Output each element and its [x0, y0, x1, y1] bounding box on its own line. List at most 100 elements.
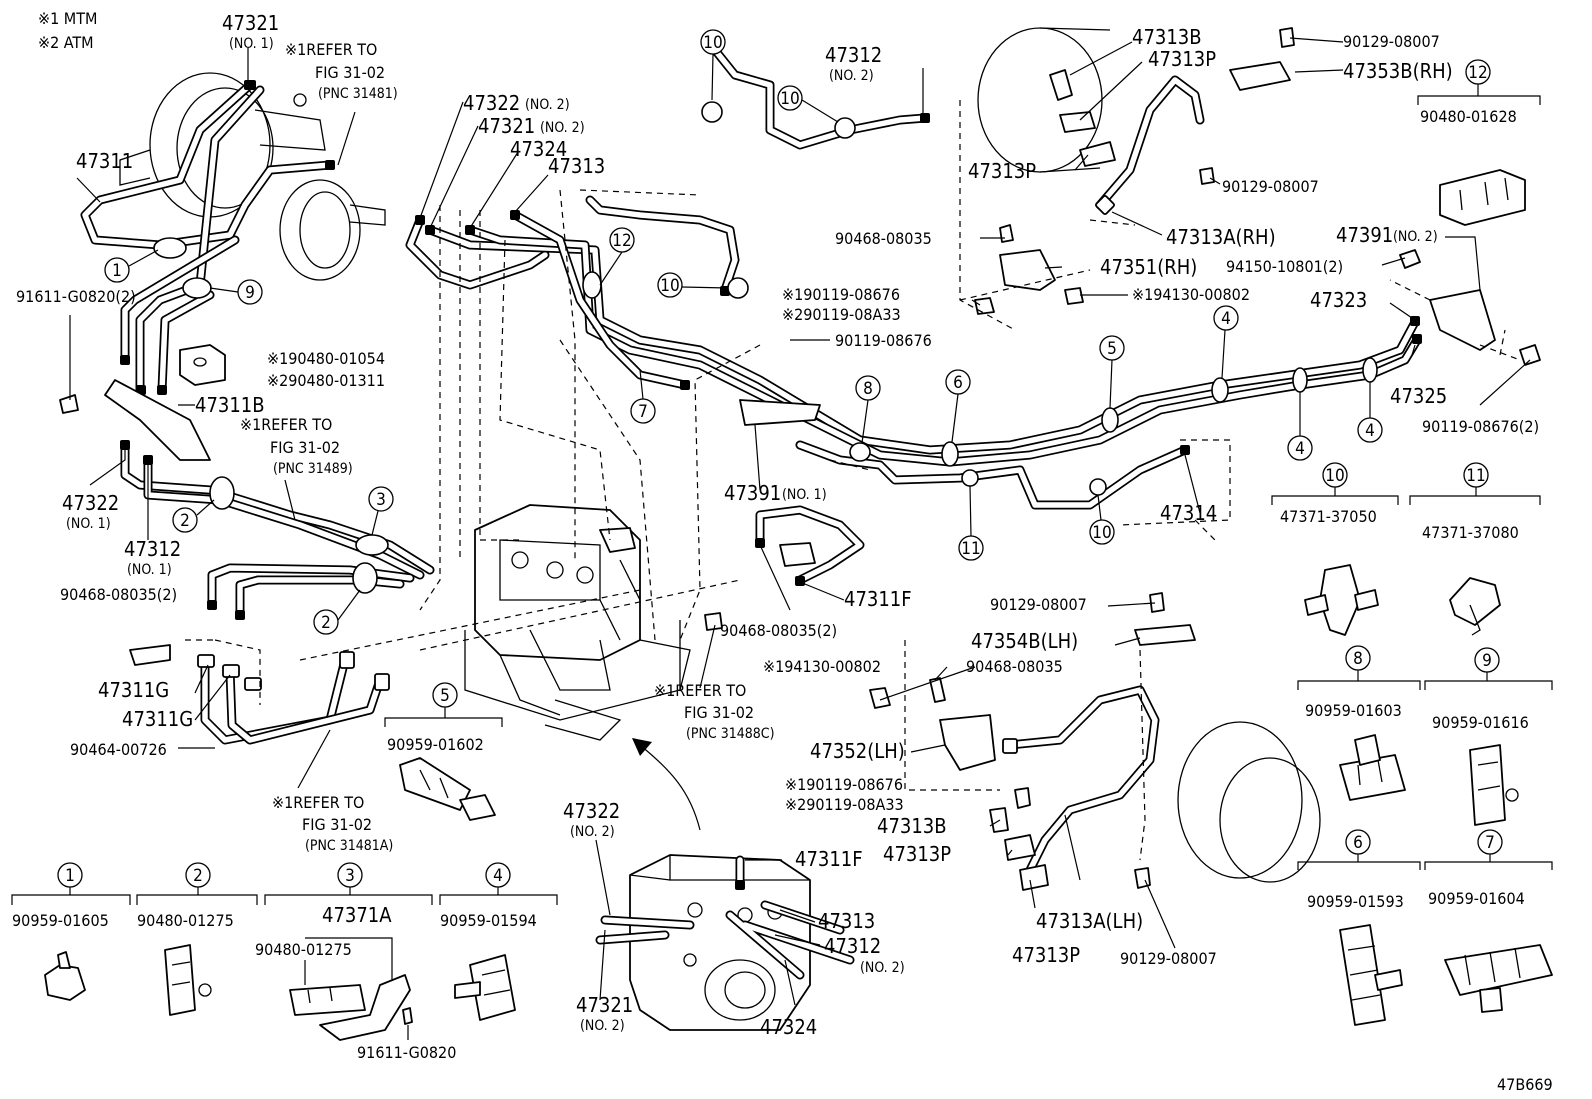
label-194130-00802-bot: ※194130-00802: [763, 657, 881, 676]
callout-8: 8: [855, 375, 881, 401]
svg-text:90959-01593: 90959-01593: [1307, 892, 1404, 911]
label-47322-no2-top: 47322: [463, 91, 520, 115]
label-47354b-lh: 47354B(LH): [971, 629, 1078, 653]
svg-text:90480-01275: 90480-01275: [137, 911, 234, 930]
label-90468-08035-top: 90468-08035: [835, 229, 932, 248]
svg-text:10: 10: [1325, 466, 1344, 486]
abs-actuator-bottom-drawing: [629, 854, 811, 1031]
svg-text:※1REFER TO: ※1REFER TO: [285, 40, 377, 59]
label-47312-no2-top: 47312: [825, 43, 882, 67]
svg-text:(NO. 2): (NO. 2): [540, 120, 585, 136]
note-atm: ※2 ATM: [38, 33, 94, 52]
svg-text:6: 6: [1353, 833, 1363, 853]
svg-text:4: 4: [1221, 309, 1231, 329]
label-47313-bot: 47313: [818, 909, 875, 933]
svg-text:3: 3: [376, 490, 386, 510]
legend-clamp-12: 12 90480-01628: [1417, 59, 1541, 226]
svg-text:FIG 31-02: FIG 31-02: [315, 63, 385, 82]
legend-clamp-4: 4 90959-01594: [439, 862, 558, 1021]
svg-text:90959-01604: 90959-01604: [1428, 889, 1525, 908]
svg-text:(NO. 2): (NO. 2): [580, 1018, 625, 1034]
svg-text:FIG 31-02: FIG 31-02: [302, 815, 372, 834]
callout-4a: 4: [1213, 305, 1239, 331]
svg-text:7: 7: [638, 402, 648, 422]
callout-12: 12: [609, 227, 635, 253]
label-47313b-top: 47313B: [1132, 25, 1202, 49]
reference-lines: [185, 100, 1521, 861]
figure-code: 47B669: [1497, 1075, 1553, 1094]
svg-text:※1REFER TO: ※1REFER TO: [654, 681, 746, 700]
label-47311f-bot: 47311F: [795, 847, 863, 871]
callout-2a: 2: [172, 507, 198, 533]
refer-note-31481: ※1REFER TO FIG 31-02 (PNC 31481): [285, 40, 398, 102]
svg-text:9: 9: [1482, 651, 1492, 671]
svg-text:11: 11: [1466, 466, 1485, 486]
svg-text:91611-G0820: 91611-G0820: [357, 1043, 456, 1062]
svg-text:90480-01628: 90480-01628: [1420, 107, 1517, 126]
svg-text:FIG 31-02: FIG 31-02: [270, 438, 340, 457]
refer-note-31488c: ※1REFER TO FIG 31-02 (PNC 31488C): [654, 681, 775, 742]
label-47313p-top: 47313P: [1148, 47, 1216, 71]
legend-clamp-7: 7 90959-01604: [1424, 829, 1553, 1013]
brackets-hardware: [59, 27, 1541, 891]
svg-text:47371-37080: 47371-37080: [1422, 523, 1519, 542]
label-47322-no1: 47322: [62, 491, 119, 515]
label-290480-01311: ※290480-01311: [267, 371, 385, 390]
callout-11: 11: [958, 535, 984, 561]
label-47311f-mid: 47311F: [844, 587, 912, 611]
callout-10c: 10: [657, 272, 683, 298]
refer-note-31481a: ※1REFER TO FIG 31-02 (PNC 31481A): [272, 793, 393, 854]
label-91611-g0820: 91611-G0820(2): [16, 287, 136, 306]
svg-text:(PNC 31481): (PNC 31481): [318, 86, 398, 102]
callout-4c: 4: [1357, 417, 1383, 443]
callout-3: 3: [368, 486, 394, 512]
label-47314: 47314: [1160, 501, 1217, 525]
legend-clamp-11: 11 47371-37080: [1409, 462, 1541, 636]
label-90129-08007-b: 90129-08007: [1222, 177, 1319, 196]
svg-text:10: 10: [660, 276, 679, 296]
label-47313p-bot2: 47313P: [1012, 943, 1080, 967]
wheel-drum-lh: [1177, 721, 1321, 883]
label-47311g-a: 47311G: [98, 678, 169, 702]
legend-clamp-6: 6 90959-01593: [1297, 829, 1421, 1026]
label-90468-08035-2b: 90468-08035(2): [720, 621, 837, 640]
label-47313-top: 47313: [548, 154, 605, 178]
label-47323: 47323: [1310, 288, 1367, 312]
pipe-clamps: [153, 101, 1378, 594]
svg-text:90959-01594: 90959-01594: [440, 911, 537, 930]
label-47313a-lh: 47313A(LH): [1036, 909, 1143, 933]
svg-text:47371-37050: 47371-37050: [1280, 507, 1377, 526]
legend-clamp-3: 3 47371A 90480-01275 91611-G0820: [255, 862, 456, 1062]
legend-clamp-9: 9 90959-01616: [1424, 647, 1553, 826]
label-290119-08a33-top: ※290119-08A33: [782, 305, 901, 324]
svg-text:(NO. 1): (NO. 1): [127, 562, 172, 578]
svg-text:(NO. 2): (NO. 2): [829, 68, 874, 84]
leader-lines: [69, 37, 1531, 1006]
svg-text:(NO. 1): (NO. 1): [66, 516, 111, 532]
svg-text:5: 5: [1107, 339, 1117, 359]
label-47311g-b: 47311G: [122, 707, 193, 731]
svg-text:5: 5: [440, 686, 450, 706]
svg-text:10: 10: [1092, 523, 1111, 543]
label-90119-08676: 90119-08676: [835, 331, 932, 350]
svg-text:FIG 31-02: FIG 31-02: [684, 703, 754, 722]
svg-text:90959-01605: 90959-01605: [12, 911, 109, 930]
abs-actuator-drawing: [464, 504, 701, 831]
label-47313p-bot1: 47313P: [883, 842, 951, 866]
note-mtm: ※1 MTM: [38, 9, 97, 28]
label-47321-no2-top: 47321: [478, 114, 535, 138]
svg-text:2: 2: [321, 613, 331, 633]
part-labels: 47321 (NO. 1) 47311 91611-G0820(2) ※1904…: [16, 11, 1539, 1039]
label-190119-08676-bot: ※190119-08676: [785, 775, 903, 794]
svg-text:90959-01603: 90959-01603: [1305, 701, 1402, 720]
svg-text:47371A: 47371A: [322, 903, 392, 927]
svg-text:(PNC 31489): (PNC 31489): [273, 461, 353, 477]
callout-9: 9: [237, 279, 263, 305]
svg-text:(NO. 2): (NO. 2): [1393, 229, 1438, 245]
label-47352-lh: 47352(LH): [810, 739, 905, 763]
label-47312-no2-bot: 47312: [824, 934, 881, 958]
label-90468-08035-2a: 90468-08035(2): [60, 585, 177, 604]
svg-text:11: 11: [961, 539, 980, 559]
svg-text:4: 4: [1365, 421, 1375, 441]
svg-text:※1REFER TO: ※1REFER TO: [240, 415, 332, 434]
